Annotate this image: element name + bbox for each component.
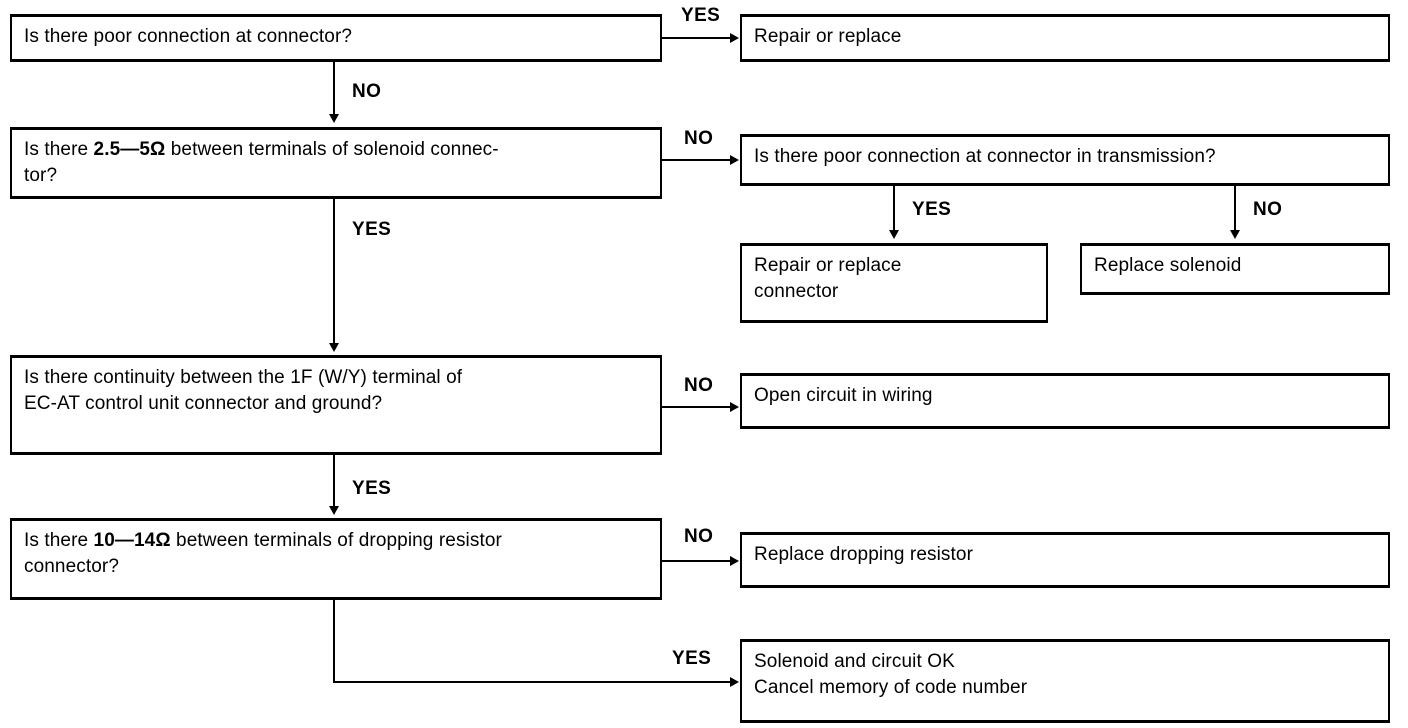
edge-q3-no-label: NO <box>684 375 714 396</box>
node-a2yes-repair-replace-connector[interactable]: Repair or replace connector <box>740 243 1048 323</box>
node-a2no-label: Replace solenoid <box>1094 255 1242 276</box>
node-q2-label: Is there 2.5—5Ω between terminals of sol… <box>24 137 499 189</box>
edge-q2b-no-label: NO <box>1253 199 1283 220</box>
node-q3-label: Is there continuity between the 1F (W/Y)… <box>24 367 463 414</box>
node-q2-value: 2.5—5Ω <box>93 139 166 160</box>
edge-q2b-no-arrowhead <box>1230 230 1240 239</box>
node-a5-label: Solenoid and circuit OK Cancel memory of… <box>754 651 1028 698</box>
edge-q2-no-line <box>662 159 732 161</box>
edge-q2b-yes-label: YES <box>912 199 952 220</box>
edge-q3-yes-line <box>333 455 335 509</box>
node-q2b-label: Is there poor connection at connector in… <box>754 146 1216 167</box>
edge-q1-no-arrowhead <box>329 114 339 123</box>
node-q4-text-before: Is there <box>24 530 94 551</box>
edge-q2-yes-arrowhead <box>329 343 339 352</box>
node-q2-text-before: Is there <box>24 139 94 160</box>
node-q4-label: Is there 10—14Ω between terminals of dro… <box>24 528 502 580</box>
node-q1-poor-connection[interactable]: Is there poor connection at connector? <box>10 14 662 62</box>
edge-q1-no-line <box>333 62 335 118</box>
node-q4-dropping-resistor[interactable]: Is there 10—14Ω between terminals of dro… <box>10 518 662 600</box>
edge-q3-yes-arrowhead <box>329 506 339 515</box>
node-a4-label: Replace dropping resistor <box>754 544 974 565</box>
edge-q4-yes-label: YES <box>672 648 712 669</box>
node-a3-open-circuit[interactable]: Open circuit in wiring <box>740 373 1390 429</box>
edge-q3-no-arrowhead <box>730 402 739 412</box>
edge-q1-yes-arrowhead <box>730 33 739 43</box>
edge-q2b-yes-line <box>893 186 895 234</box>
node-a3-label: Open circuit in wiring <box>754 385 933 406</box>
edge-q4-yes-hline <box>333 681 732 683</box>
node-a1-repair-or-replace[interactable]: Repair or replace <box>740 14 1390 62</box>
node-q4-text-after: between terminals of dropping resistor c… <box>24 530 502 577</box>
edge-q2-no-label: NO <box>684 128 714 149</box>
edge-q3-yes-label: YES <box>352 478 392 499</box>
node-a5-solenoid-circuit-ok[interactable]: Solenoid and circuit OK Cancel memory of… <box>740 639 1390 723</box>
edge-q4-no-line <box>662 560 732 562</box>
edge-q1-yes-label: YES <box>681 5 721 26</box>
node-a2no-replace-solenoid[interactable]: Replace solenoid <box>1080 243 1390 295</box>
edge-q2-no-arrowhead <box>730 155 739 165</box>
edge-q4-yes-arrowhead <box>730 677 739 687</box>
edge-q2-yes-line <box>333 199 335 345</box>
edge-q4-no-label: NO <box>684 526 714 547</box>
node-q2-solenoid-resistance[interactable]: Is there 2.5—5Ω between terminals of sol… <box>10 127 662 199</box>
edge-q2b-yes-arrowhead <box>889 230 899 239</box>
edge-q3-no-line <box>662 406 732 408</box>
edge-q2-yes-label: YES <box>352 219 392 240</box>
edge-q4-no-arrowhead <box>730 556 739 566</box>
node-q3-continuity-ecat[interactable]: Is there continuity between the 1F (W/Y)… <box>10 355 662 455</box>
edge-q2b-no-line <box>1234 186 1236 234</box>
node-q2b-transmission-connection[interactable]: Is there poor connection at connector in… <box>740 134 1390 186</box>
node-q2-text-after: between terminals of solenoid connec- to… <box>24 139 499 186</box>
edge-q1-no-label: NO <box>352 81 382 102</box>
node-q1-label: Is there poor connection at connector? <box>24 26 353 47</box>
node-a4-replace-dropping-resistor[interactable]: Replace dropping resistor <box>740 532 1390 588</box>
edge-q1-yes-line <box>662 37 732 39</box>
node-a1-label: Repair or replace <box>754 26 902 47</box>
node-q4-value: 10—14Ω <box>93 530 171 551</box>
node-a2yes-label: Repair or replace connector <box>754 255 902 302</box>
edge-q4-yes-vline <box>333 600 335 683</box>
